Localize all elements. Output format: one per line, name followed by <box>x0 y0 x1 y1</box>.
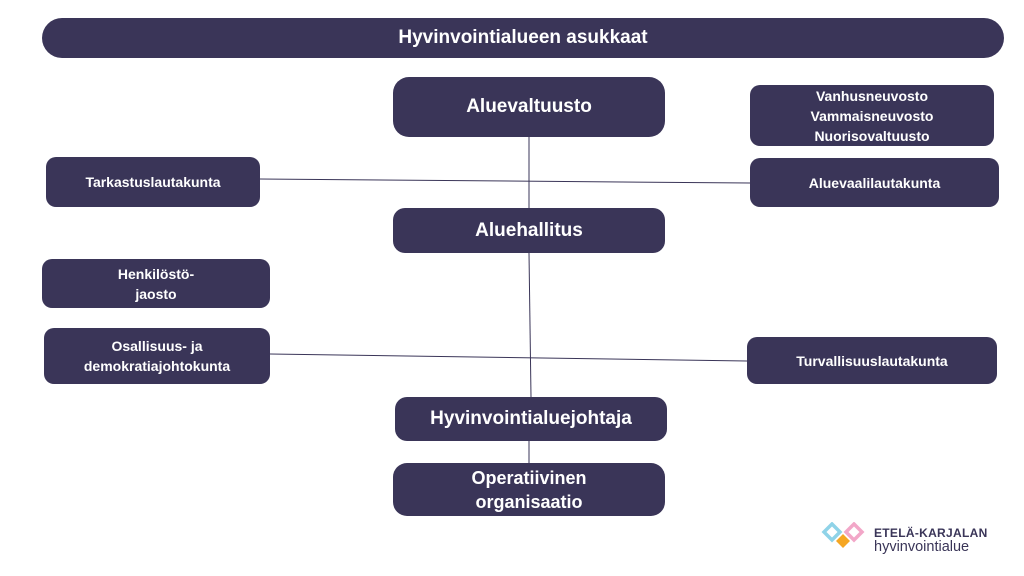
node-label: Hyvinvointialuejohtaja <box>430 408 632 429</box>
etela-karjala-logo: ETELÄ-KARJALAN hyvinvointialue <box>820 520 987 560</box>
header-bar: Hyvinvointialueen asukkaat <box>42 18 1004 58</box>
node-aluevaalilautakunta: Aluevaalilautakunta <box>750 158 999 207</box>
node-advisory-councils: Vanhusneuvosto Vammaisneuvosto Nuorisova… <box>750 85 994 146</box>
logo-text-line2: hyvinvointialue <box>874 539 970 555</box>
header-title: Hyvinvointialueen asukkaat <box>398 27 648 48</box>
node-label: Henkilöstö- jaosto <box>117 265 195 302</box>
node-tarkastuslautakunta: Tarkastuslautakunta <box>46 157 260 207</box>
node-turvallisuuslautakunta: Turvallisuuslautakunta <box>747 337 997 384</box>
node-label: Vanhusneuvosto Vammaisneuvosto Nuorisova… <box>810 87 934 144</box>
logo-text-line1: ETELÄ-KARJALAN <box>874 526 988 540</box>
node-aluevaltuusto: Aluevaltuusto <box>393 77 665 137</box>
node-henkilosto-jaosto: Henkilöstö- jaosto <box>42 259 270 308</box>
logo-mark-icon <box>821 522 865 548</box>
node-hyvinvointialuejohtaja: Hyvinvointialuejohtaja <box>395 397 667 441</box>
node-label: Turvallisuuslautakunta <box>796 352 948 369</box>
node-label: Aluehallitus <box>475 219 583 241</box>
node-label: Aluevaalilautakunta <box>808 174 941 191</box>
node-aluehallitus: Aluehallitus <box>393 208 665 253</box>
node-label: Operatiivinen organisaatio <box>471 467 587 512</box>
node-operatiivinen-organisaatio: Operatiivinen organisaatio <box>393 463 665 516</box>
node-osallisuus-demokratiajohtokunta: Osallisuus- ja demokratiajohtokunta <box>44 328 270 384</box>
connector-tarkastus-aluevaali <box>258 178 751 184</box>
node-label: Aluevaltuusto <box>466 96 592 117</box>
node-label: Tarkastuslautakunta <box>85 174 221 190</box>
node-label: Osallisuus- ja demokratiajohtokunta <box>83 338 231 374</box>
connector-aluehallitus-johtaja <box>528 252 532 398</box>
connector-osallisuus-turvallisuus <box>269 353 748 362</box>
